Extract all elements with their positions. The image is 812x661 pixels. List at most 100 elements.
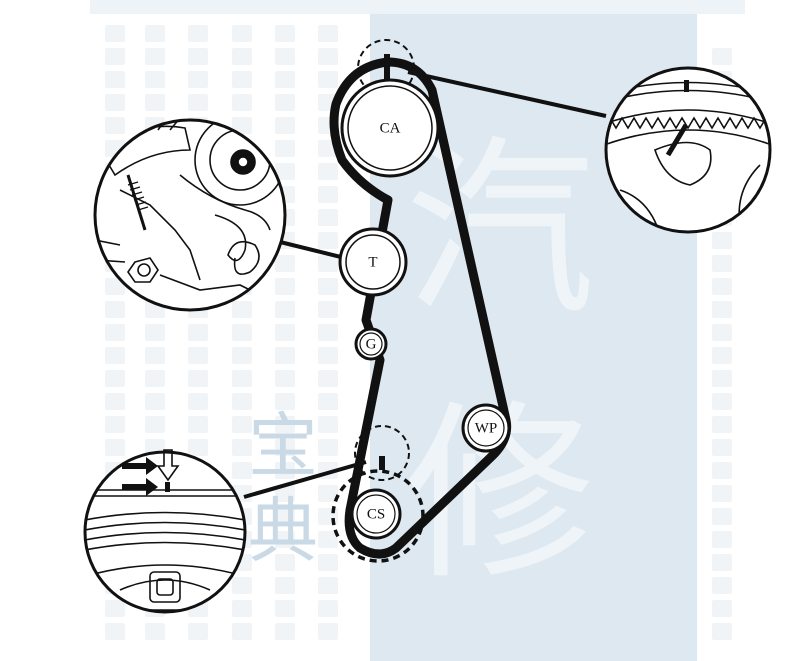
faint-text-block <box>318 554 338 571</box>
faint-text-block <box>275 439 295 456</box>
faint-text-block <box>318 232 338 249</box>
faint-text-block <box>712 232 732 249</box>
faint-text-block <box>712 416 732 433</box>
faint-text-block <box>105 623 125 640</box>
faint-text-block <box>712 623 732 640</box>
faint-text-block <box>275 393 295 410</box>
faint-text-block <box>105 600 125 617</box>
camshaft-pointer-arrow <box>665 123 689 157</box>
faint-text-block <box>712 48 732 65</box>
faint-text-block <box>188 623 208 640</box>
watermark-char-4: 典 <box>248 490 318 572</box>
faint-text-block <box>318 324 338 341</box>
faint-text-block <box>712 531 732 548</box>
faint-text-block <box>105 278 125 295</box>
crankshaft-mark-circle-upper <box>354 425 410 481</box>
faint-text-block <box>188 416 208 433</box>
faint-text-block <box>275 623 295 640</box>
faint-text-block <box>105 347 125 364</box>
crankshaft-mark-detail-view <box>83 449 247 614</box>
faint-text-block <box>275 416 295 433</box>
faint-text-block <box>105 117 125 134</box>
faint-text-block <box>275 94 295 111</box>
pulley-label-crankshaft: CS <box>367 506 385 522</box>
faint-text-block <box>188 393 208 410</box>
faint-text-block <box>232 416 252 433</box>
faint-text-block <box>712 370 732 387</box>
pulley-guide: G <box>354 327 388 361</box>
leader-line-tensioner <box>271 238 346 260</box>
faint-text-block <box>712 393 732 410</box>
faint-text-block <box>188 94 208 111</box>
faint-text-block <box>145 347 165 364</box>
faint-text-block <box>275 462 295 479</box>
faint-text-block <box>275 324 295 341</box>
faint-text-block <box>318 255 338 272</box>
faint-text-block <box>275 577 295 594</box>
faint-text-block <box>275 370 295 387</box>
faint-text-block <box>232 462 252 479</box>
leader-line-camshaft <box>407 70 607 118</box>
faint-text-block <box>712 324 732 341</box>
faint-text-block <box>275 140 295 157</box>
faint-text-block <box>318 393 338 410</box>
faint-text-block <box>275 485 295 502</box>
faint-text-block <box>105 48 125 65</box>
faint-text-block <box>318 623 338 640</box>
faint-text-block <box>275 278 295 295</box>
faint-text-block <box>275 117 295 134</box>
faint-text-block <box>188 71 208 88</box>
watermark-char-3: 宝 <box>248 405 318 487</box>
faint-text-block <box>232 623 252 640</box>
faint-text-block <box>105 94 125 111</box>
pulley-label-guide: G <box>366 336 377 352</box>
top-strip <box>90 0 745 14</box>
faint-text-block <box>318 531 338 548</box>
faint-text-block <box>232 370 252 387</box>
pulley-label-tensioner: T <box>368 254 377 270</box>
pulley-tensioner: T <box>338 227 408 297</box>
faint-text-block <box>105 324 125 341</box>
faint-text-block <box>275 301 295 318</box>
faint-text-block <box>318 600 338 617</box>
crankshaft-pulley-mark <box>165 482 170 492</box>
faint-text-block <box>188 25 208 42</box>
faint-text-block <box>318 186 338 203</box>
faint-text-block <box>145 324 165 341</box>
faint-text-block <box>188 439 208 456</box>
leader-line-crankshaft <box>243 460 367 499</box>
faint-text-block <box>712 347 732 364</box>
faint-text-block <box>232 600 252 617</box>
faint-text-block <box>105 370 125 387</box>
faint-text-block <box>318 48 338 65</box>
faint-text-block <box>318 370 338 387</box>
pulley-water-pump: WP <box>461 403 511 453</box>
right-arrow-icon-lower <box>122 478 158 496</box>
tensioner-detail-view <box>93 118 287 312</box>
faint-text-block <box>105 301 125 318</box>
faint-text-block <box>318 278 338 295</box>
timing-belt <box>329 57 512 559</box>
faint-text-block <box>275 163 295 180</box>
faint-text-block <box>712 508 732 525</box>
camshaft-timing-mark <box>384 54 390 80</box>
faint-text-block <box>188 370 208 387</box>
faint-text-block <box>145 370 165 387</box>
faint-text-block <box>105 25 125 42</box>
faint-text-block <box>105 439 125 456</box>
faint-text-block <box>145 623 165 640</box>
faint-text-block <box>275 347 295 364</box>
faint-text-block <box>105 71 125 88</box>
faint-text-block <box>318 347 338 364</box>
pulley-crankshaft: CS <box>350 488 402 540</box>
faint-text-block <box>275 531 295 548</box>
faint-text-block <box>232 94 252 111</box>
pulley-label-water-pump: WP <box>475 420 498 436</box>
crankshaft-mark-circle-outer <box>331 469 425 563</box>
faint-text-block <box>232 324 252 341</box>
faint-text-block <box>275 25 295 42</box>
faint-text-block <box>188 48 208 65</box>
crankshaft-timing-mark <box>379 456 385 470</box>
